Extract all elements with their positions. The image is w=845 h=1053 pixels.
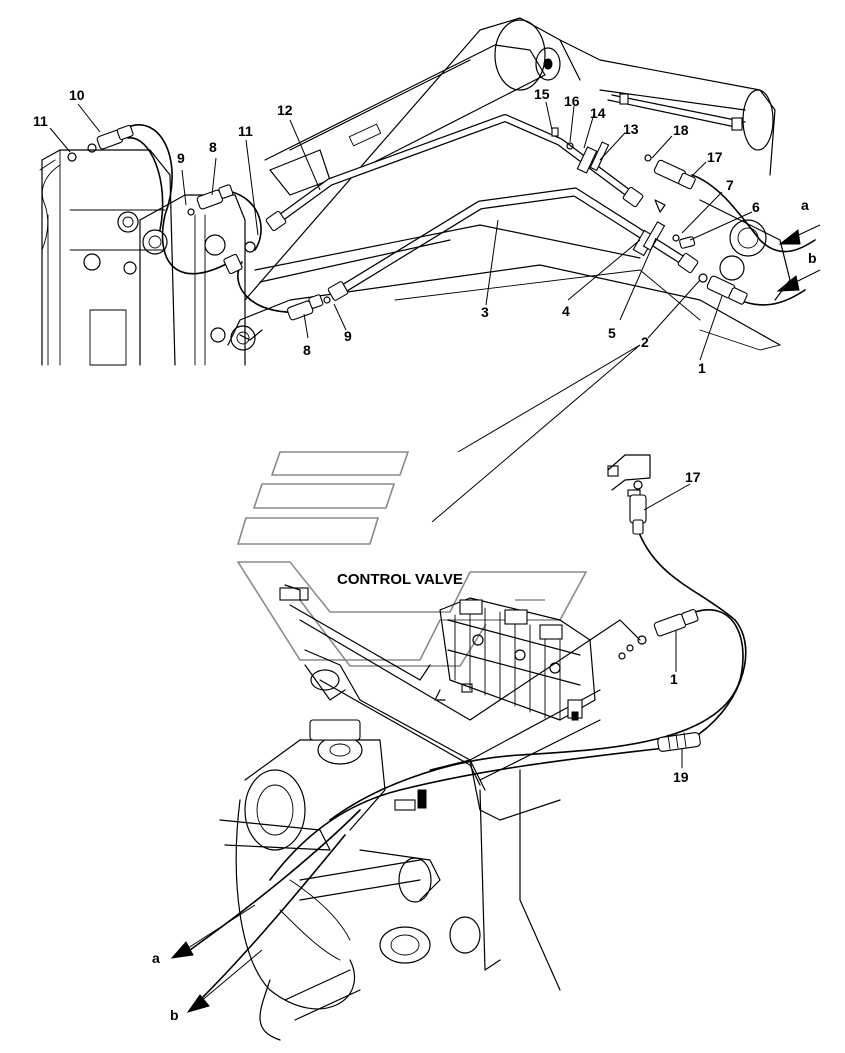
fitting-1-top [698, 273, 748, 305]
callout-8-lower: 8 [303, 342, 311, 358]
lower-hoses [189, 534, 747, 1001]
fitting-17-bottom [629, 480, 647, 535]
callout-15: 15 [534, 86, 550, 102]
control-valve-label: CONTROL VALVE [337, 571, 463, 588]
callout-2: 2 [641, 334, 649, 350]
connection-a-bottom: a [152, 950, 160, 966]
callout-4: 4 [562, 303, 570, 319]
callout-5: 5 [608, 325, 616, 341]
callout-18: 18 [673, 122, 689, 138]
callout-9-upper: 9 [177, 150, 185, 166]
callout-6: 6 [752, 199, 760, 215]
callout-10: 10 [69, 87, 85, 103]
callout-12: 12 [277, 102, 293, 118]
callout-11-left: 11 [33, 113, 48, 129]
callout-3: 3 [481, 304, 489, 320]
callout-17-bottom: 17 [685, 469, 701, 485]
callout-13: 13 [623, 121, 639, 137]
fitting-19 [657, 732, 701, 752]
boom-structure [41, 17, 791, 366]
fitting-8-lower [286, 294, 331, 321]
connection-b-top: b [808, 250, 817, 266]
fitting-1-bottom [618, 608, 699, 660]
fitting-17-top [644, 154, 696, 190]
callout-16: 16 [564, 93, 580, 109]
fitting-11 [67, 152, 256, 275]
clamp-parts [551, 93, 746, 257]
connection-labels: a b a b [152, 197, 817, 1023]
callout-1-bottom: 1 [670, 671, 678, 687]
callout-labels: 1 1 2 3 4 5 6 7 8 8 9 9 10 11 11 12 13 1… [33, 86, 760, 785]
connection-b-bottom: b [170, 1007, 179, 1023]
control-valve-body [439, 597, 596, 721]
callout-14: 14 [590, 105, 606, 121]
callout-7: 7 [726, 177, 734, 193]
connection-a-top: a [801, 197, 809, 213]
callout-19: 19 [673, 769, 689, 785]
fitting-10 [87, 124, 134, 153]
leader-lines [49, 101, 753, 768]
callout-17-top: 17 [707, 149, 723, 165]
top-hoses [39, 124, 816, 366]
arrows [170, 224, 821, 1013]
swing-bracket [219, 664, 486, 1041]
fitting-8-upper [187, 184, 234, 216]
callout-9-lower: 9 [344, 328, 352, 344]
pipe-12 [265, 114, 644, 232]
watermark-logo [236, 451, 588, 667]
callout-1-top: 1 [698, 360, 706, 376]
callout-8-upper: 8 [209, 139, 217, 155]
callout-11-right: 11 [238, 123, 253, 139]
